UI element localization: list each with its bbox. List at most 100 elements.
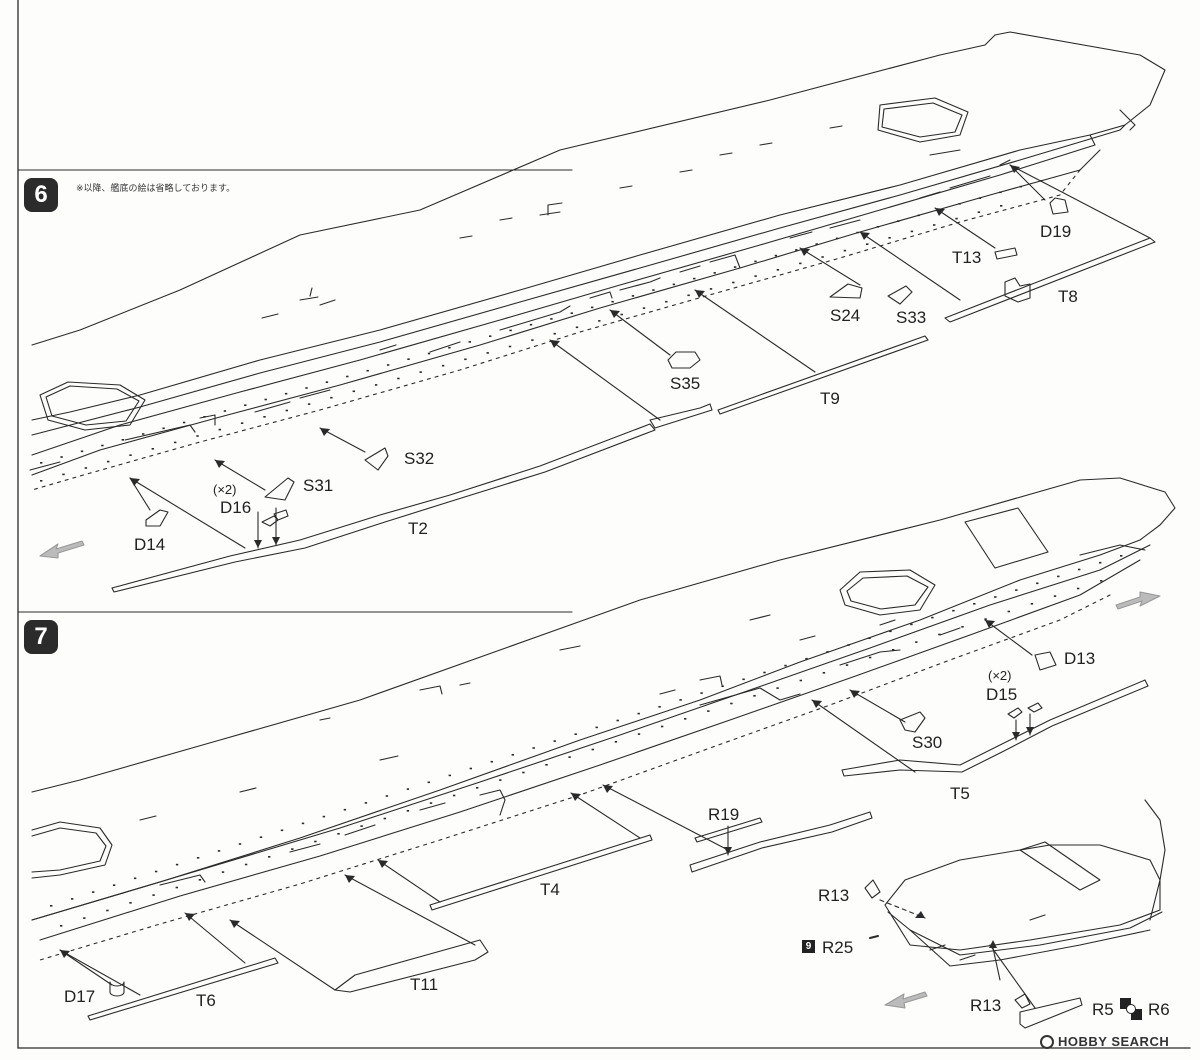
port-hole [805, 657, 808, 660]
port-hole [314, 840, 317, 843]
port-hole [822, 672, 826, 674]
port-hole [977, 211, 981, 213]
port-hole [151, 448, 154, 450]
port-hole [62, 473, 65, 476]
port-hole [637, 712, 640, 715]
port-hole [196, 435, 199, 437]
port-hole [374, 384, 378, 386]
port-hole [665, 300, 668, 303]
step7-guide-arrows [59, 619, 1036, 1009]
port-hole [958, 203, 961, 205]
port-hole [133, 877, 137, 880]
port-hole [999, 191, 1002, 194]
port-hole [511, 754, 514, 756]
port-hole [933, 224, 936, 226]
port-hole [915, 641, 918, 643]
port-hole [198, 879, 202, 881]
port-hole [843, 249, 847, 252]
part-label-d13: D13 [1064, 649, 1096, 668]
port-hole [598, 320, 601, 322]
part-label-t11: T11 [410, 975, 439, 994]
port-hole [1007, 610, 1010, 613]
port-hole [910, 623, 913, 626]
port-hole [700, 692, 703, 694]
port-hole [174, 441, 177, 444]
port-hole [938, 633, 941, 636]
port-hole [658, 706, 661, 708]
port-hole [448, 346, 451, 349]
port-hole [866, 243, 869, 245]
port-hole [1015, 589, 1018, 591]
port-hole [652, 289, 655, 291]
part-label-s31: S31 [303, 476, 334, 495]
port-hole [672, 283, 676, 286]
port-hole [616, 719, 619, 722]
port-hole [280, 829, 284, 832]
port-hole [856, 231, 859, 234]
port-hole [40, 480, 43, 482]
part-label-t4: T4 [540, 880, 560, 899]
port-hole [575, 326, 579, 329]
step6-hull [31, 31, 1166, 491]
part-label-d15: D15 [986, 685, 1018, 704]
port-hole [868, 656, 872, 659]
port-hole [821, 256, 824, 258]
port-hole [889, 630, 892, 633]
port-hole [776, 269, 780, 271]
port-hole [291, 848, 294, 850]
part-label-s24: S24 [830, 306, 861, 325]
port-hole [713, 272, 716, 274]
port-hole [660, 725, 664, 728]
port-hole [815, 243, 818, 245]
port-hole [961, 626, 964, 628]
port-hole [322, 815, 326, 818]
port-hole [284, 392, 288, 395]
part-label-t9: T9 [820, 389, 840, 408]
port-hole [938, 208, 941, 211]
port-hole [383, 817, 386, 820]
step-ref-badge-9: 9 [802, 940, 815, 953]
port-hole [218, 428, 221, 431]
port-hole [531, 339, 534, 341]
port-hole [679, 699, 682, 701]
step7-bow-detail [884, 841, 1163, 967]
part-label-t8: T8 [1058, 287, 1078, 306]
port-hole [868, 637, 871, 639]
port-hole [709, 288, 713, 290]
port-hole [469, 767, 472, 770]
port-hole [631, 295, 635, 297]
port-hole [50, 905, 53, 907]
port-hole [92, 891, 95, 893]
port-hole [847, 644, 850, 646]
port-hole [1076, 587, 1080, 590]
port-hole [763, 671, 766, 674]
port-hole [591, 306, 594, 309]
port-hole [799, 679, 802, 682]
port-hole [508, 345, 512, 348]
port-hole [730, 702, 733, 705]
port-hole [490, 760, 493, 763]
port-hole [897, 220, 900, 222]
part-label-r13-upper: R13 [818, 886, 850, 905]
step7-direction-arrow-right [1115, 591, 1161, 610]
port-hole [570, 312, 573, 314]
step-7-badge: 7 [24, 620, 58, 654]
port-hole [509, 329, 512, 332]
step6-deck-details [29, 125, 1011, 471]
step-6-note: ※以降、艦底の絵は省略しております。 [76, 184, 236, 194]
port-hole [910, 230, 914, 233]
part-label-d16: D16 [220, 498, 252, 517]
port-hole [595, 726, 598, 729]
part-label-r25: R25 [822, 938, 854, 957]
port-hole [101, 444, 104, 447]
port-hole [330, 396, 333, 399]
port-hole [489, 335, 492, 337]
port-hole [80, 450, 84, 453]
port-hole [591, 748, 594, 751]
port-hole [84, 467, 88, 469]
port-hole [154, 870, 158, 873]
port-hole [121, 439, 124, 441]
port-hole [1019, 185, 1022, 188]
port-hole [217, 850, 221, 852]
